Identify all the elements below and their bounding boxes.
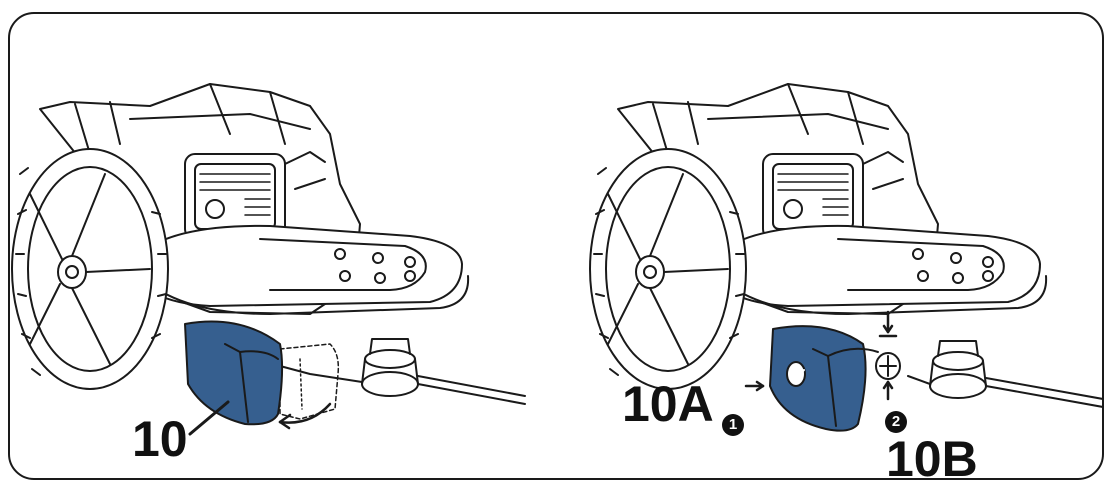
trimmer-head — [907, 340, 1102, 408]
callout-10b: 10B — [886, 431, 978, 480]
step-badge-2: 2 — [885, 411, 907, 433]
engine-block — [184, 151, 326, 240]
figure-frame: 10 10A 10B 1 2 — [8, 12, 1104, 480]
guard-hidden-outline — [279, 343, 340, 420]
deck-plate — [707, 224, 1048, 315]
wheel — [11, 148, 169, 390]
rotate-arrow — [278, 402, 332, 424]
guard-part-10 — [769, 325, 879, 432]
trimmer-head — [279, 338, 526, 405]
guard-part-10 — [184, 320, 284, 426]
illustration-guard-removal — [558, 14, 1102, 478]
step-badge-1: 1 — [722, 414, 744, 436]
deck-plate — [129, 224, 470, 315]
clip-detail — [875, 352, 901, 380]
illustration-guard-installed — [10, 14, 558, 478]
wheel — [589, 148, 747, 390]
callout-10a: 10A — [622, 376, 714, 432]
leader-line-10 — [188, 400, 230, 436]
callout-10: 10 — [132, 411, 188, 467]
